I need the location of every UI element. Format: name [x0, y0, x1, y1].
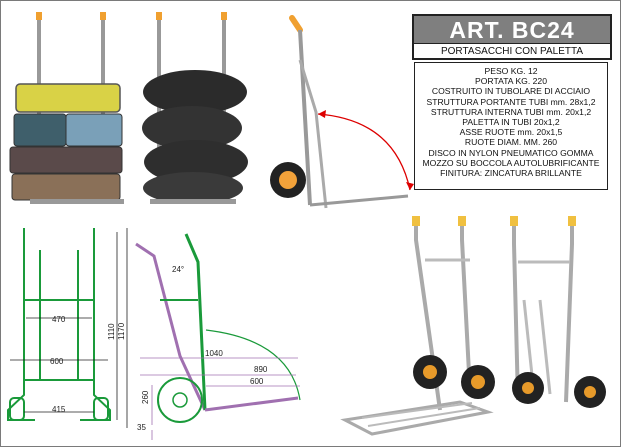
tech-front-dimensions	[10, 228, 128, 428]
dim-35: 35	[137, 423, 146, 432]
dim-470: 470	[52, 315, 66, 324]
dim-angle: 24°	[172, 265, 184, 274]
tech-side-view	[135, 233, 301, 423]
dim-1110: 1110	[107, 323, 116, 340]
dim-1170: 1170	[117, 322, 126, 340]
spec-line: RUOTE DIAM. MM. 260	[464, 137, 558, 148]
trolley-photo-plate-open	[340, 216, 495, 436]
spec-line: PALETTA IN TUBI 20x1,2	[462, 117, 560, 128]
spec-line: PORTATA KG. 220	[475, 76, 547, 87]
dim-890: 890	[254, 365, 268, 374]
spec-line: ASSE RUOTE mm. 20x1,5	[459, 127, 563, 138]
trolley-with-sacks	[142, 12, 248, 204]
dim-600-front: 600	[50, 357, 64, 366]
spec-line: STRUTTURA PORTANTE TUBI mm. 28x1,2	[426, 96, 596, 107]
spec-line: DISCO IN NYLON PNEUMATICO GOMMA	[428, 147, 594, 158]
dim-600-side: 600	[250, 377, 264, 386]
spec-sheet: PESO KG. 12 PORTATA KG. 220 COSTRUITO IN…	[414, 62, 608, 190]
spec-list: PESO KG. 12 PORTATA KG. 220 COSTRUITO IN…	[415, 66, 607, 168]
trolley-side-view	[270, 15, 414, 209]
tech-front-view	[7, 228, 111, 421]
spec-line: PESO KG. 12	[484, 66, 538, 76]
dim-415: 415	[52, 405, 66, 414]
trolley-photo-plate-closed	[510, 216, 606, 408]
product-title: ART. BC24	[414, 16, 610, 43]
dim-1040: 1040	[205, 349, 223, 358]
dim-260: 260	[141, 390, 150, 404]
finish-note: FINITURA: ZINCATURA BRILLANTE	[440, 168, 582, 178]
spec-line: STRUTTURA INTERNA TUBI mm. 20x1,2	[430, 106, 592, 117]
spec-line: COSTRUITO IN TUBOLARE DI ACCIAIO	[431, 86, 591, 97]
spec-line: MOZZO SU BOCCOLA AUTOLUBRIFICANTE	[422, 157, 600, 168]
tech-side-dimensions	[140, 357, 300, 440]
trolley-with-cases	[9, 12, 124, 204]
